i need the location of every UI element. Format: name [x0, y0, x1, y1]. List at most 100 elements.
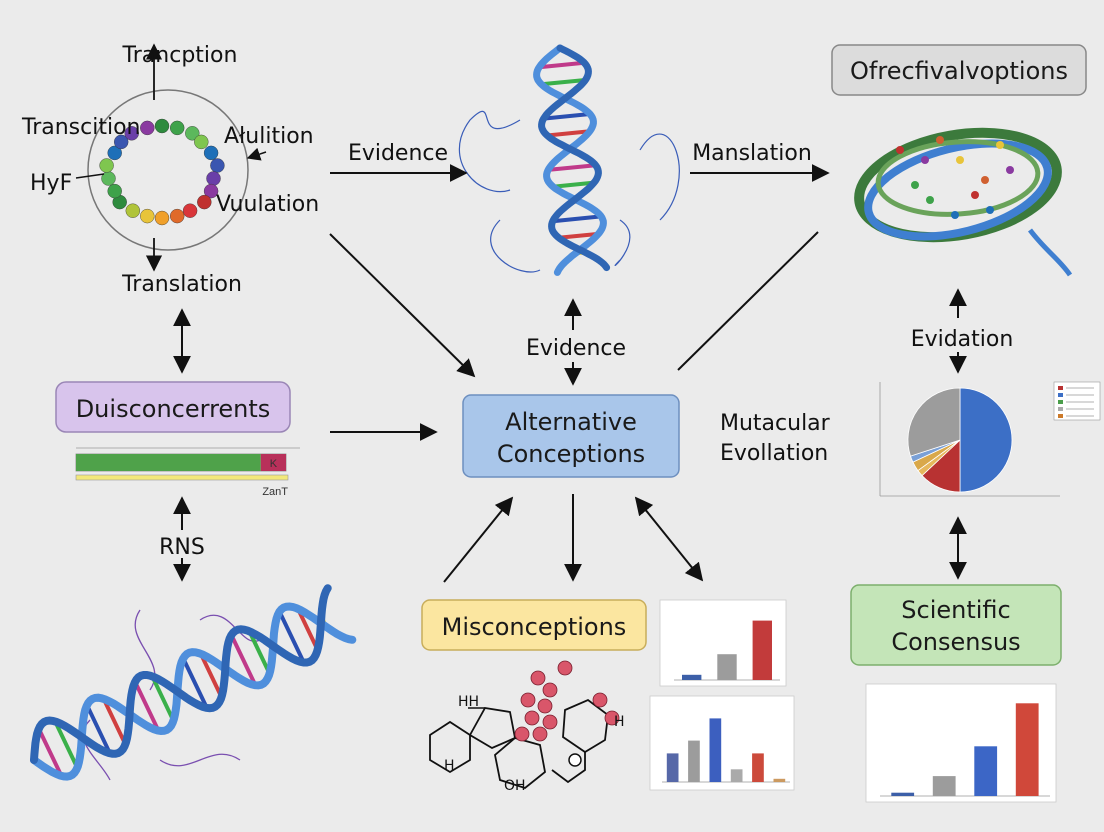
bars2-bar-3	[730, 769, 743, 782]
dna-strands-bottom	[30, 584, 357, 781]
line-hyf	[75, 173, 105, 179]
bead	[194, 134, 209, 150]
bars3-bar-2	[974, 746, 998, 796]
dna-rung	[150, 675, 176, 722]
protein-dot	[911, 181, 919, 189]
legend-swatch-2	[1058, 400, 1063, 404]
bars-medium	[666, 718, 786, 782]
molecule-atom	[557, 660, 573, 676]
bars2-bar-1	[688, 740, 700, 782]
arrows: Evidence Manslation Evidence RNS Evidati…	[159, 141, 1013, 583]
bead	[203, 145, 219, 161]
bars1-bar-1	[717, 654, 737, 680]
bead	[140, 120, 155, 136]
bar-chart-medium	[649, 695, 795, 791]
label-evidence-top: Evidence	[348, 141, 448, 166]
legend-swatch-1	[1058, 393, 1063, 397]
protein-dot	[921, 156, 929, 164]
dna-rung	[296, 608, 320, 651]
protein-dot	[971, 191, 979, 199]
bars2-bar-5	[773, 778, 786, 782]
bead-chain	[99, 118, 225, 226]
bars2-bar-2	[709, 718, 722, 782]
label-transcition: Transcition	[21, 115, 141, 140]
dna-rung	[552, 214, 602, 224]
dna-rung	[198, 652, 224, 698]
bars3-bar-3	[1015, 703, 1039, 796]
protein-tail	[1028, 228, 1073, 277]
misconceptions-rect	[421, 599, 647, 651]
alternative-line1: Alternative	[505, 408, 637, 436]
molecule-atom	[520, 692, 536, 708]
bead	[113, 134, 129, 150]
protein-dot	[926, 196, 934, 204]
progress-yellow-strip	[75, 474, 289, 481]
arrow-mis-alternative	[443, 496, 514, 583]
bead	[99, 158, 114, 173]
bead	[124, 126, 139, 141]
pie-chart	[879, 381, 1101, 497]
mutacular-line1: Mutacular	[720, 411, 831, 436]
molecule: HH H OH H	[429, 660, 625, 794]
ofrecfivalvoptions-label: Ofrecfivalvoptions	[850, 57, 1068, 85]
protein-complex	[854, 127, 1073, 277]
molecule-atom	[592, 692, 608, 708]
dna-rung	[247, 630, 272, 675]
molecule-atom	[604, 710, 620, 726]
scientific-line1: Scientific	[901, 596, 1010, 624]
bars3-bar-1	[932, 776, 956, 796]
molecule-atom	[542, 714, 558, 730]
dna-strand-b	[538, 44, 611, 272]
scientific-consensus-box: Scientific Consensus	[850, 584, 1062, 666]
misconceptions-label: Misconceptions	[442, 613, 627, 641]
molecule-atom	[514, 726, 530, 742]
dna-rung	[85, 704, 112, 755]
dna-rung	[547, 163, 596, 172]
alternative-line2: Conceptions	[497, 440, 645, 468]
progress-green-fill	[76, 454, 261, 471]
bars1-bar-0	[682, 674, 702, 680]
dna-rung	[552, 180, 595, 189]
label-trancption: Trancption	[122, 43, 238, 68]
molecule-atom	[542, 682, 558, 698]
dna-rung	[558, 231, 599, 240]
dna-rung	[538, 60, 585, 70]
protein-dot	[981, 176, 989, 184]
bar-chart-small	[659, 599, 787, 687]
dna-strand-a	[30, 602, 357, 781]
dna-rung	[133, 680, 161, 732]
dna-rung	[547, 129, 590, 138]
progress-red-label: K	[270, 458, 278, 470]
dna-rung	[36, 727, 64, 777]
protein-ribbon-light	[875, 139, 1041, 217]
bead	[154, 210, 170, 226]
scientific-rect	[850, 584, 1062, 666]
protein-dot	[896, 146, 904, 154]
pie-legend-swatches	[1058, 386, 1094, 418]
bead	[107, 145, 122, 161]
protein-ribbon-blue	[864, 139, 1052, 241]
dna-rung	[229, 634, 258, 687]
dna-rung	[101, 698, 128, 746]
dna-coil-purple	[82, 609, 261, 781]
protein-dot	[1006, 166, 1014, 174]
molecule-atom	[537, 698, 553, 714]
bead	[107, 183, 122, 199]
bead	[197, 194, 212, 210]
molecule-atoms	[514, 660, 620, 742]
dna-strand-b	[30, 584, 332, 764]
label-evidence-center: Evidence	[526, 336, 626, 361]
bead	[140, 208, 155, 224]
progress-red-fill	[260, 454, 286, 471]
mol-label-h2: H	[614, 714, 625, 730]
protein-dot	[936, 136, 944, 144]
label-rns: RNS	[159, 535, 205, 560]
pie-slice-0	[959, 387, 1013, 493]
bead	[203, 183, 219, 199]
legend-swatch-4	[1058, 414, 1063, 418]
bead	[185, 126, 200, 141]
protein-dot	[951, 211, 959, 219]
duisconcerrents-rect	[55, 381, 291, 433]
dna-rung	[541, 78, 586, 87]
